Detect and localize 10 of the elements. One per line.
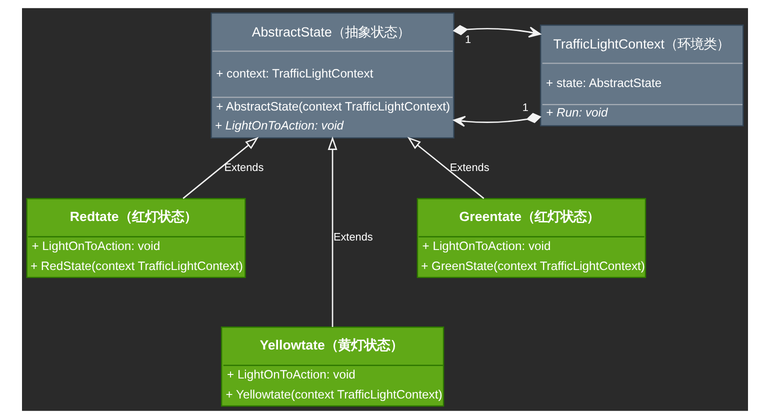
arrow bbox=[406, 136, 484, 199]
edge-label: 1 bbox=[522, 102, 528, 114]
edge-label: Extends bbox=[332, 232, 372, 244]
edge-label: 1 bbox=[464, 34, 471, 46]
edge-label: Extends bbox=[224, 162, 264, 174]
edge-label: Extends bbox=[449, 162, 489, 174]
arrow bbox=[452, 112, 541, 127]
arrow bbox=[327, 136, 337, 328]
arrow bbox=[182, 136, 258, 199]
arrow bbox=[452, 24, 540, 38]
